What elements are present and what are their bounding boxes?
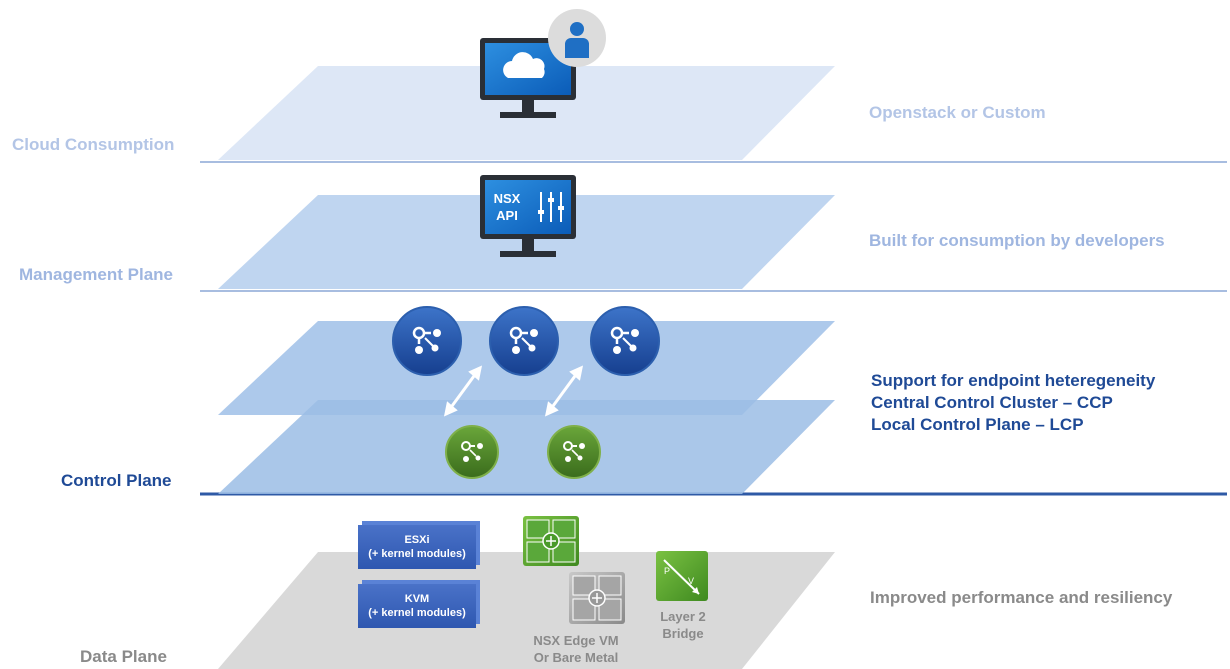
svg-text:NSX: NSX [494, 191, 521, 206]
layer2-bridge-label: Layer 2 Bridge [648, 608, 718, 642]
kvm-module: KVM (+ kernel modules) [358, 584, 476, 628]
esxi-title: ESXi [404, 534, 430, 546]
data-plane-label: Data Plane [80, 647, 167, 666]
cloud-consumption-label: Cloud Consumption [12, 135, 175, 154]
ccp-node-1-icon [392, 306, 462, 376]
layer2-bridge-label-line-2: Bridge [662, 626, 704, 641]
control-description: Support for endpoint heteregeneity Centr… [871, 370, 1155, 436]
data-description: Improved performance and resiliency [870, 588, 1173, 607]
esxi-module: ESXi (+ kernel modules) [358, 525, 476, 569]
layer2-bridge-icon: P V [656, 551, 708, 601]
nsx-edge-label-line-2: Or Bare Metal [533, 650, 619, 665]
control-plane-label: Control Plane [61, 471, 172, 490]
nsx-edge-label: NSX Edge VM Or Bare Metal [516, 632, 636, 666]
user-avatar-icon [548, 9, 606, 67]
ccp-lcp-arrow-1 [443, 365, 483, 417]
lcp-node-2-icon [547, 425, 601, 479]
kvm-title: KVM [404, 593, 430, 605]
lcp-plane [218, 400, 835, 494]
nsx-api-monitor-icon: NSX API [480, 175, 576, 257]
ccp-lcp-arrow-2 [544, 365, 584, 417]
nsx-edge-grey-icon [569, 572, 625, 624]
control-description-line-3: Local Control Plane – LCP [871, 415, 1084, 434]
lcp-node-1-icon [445, 425, 499, 479]
svg-text:API: API [496, 208, 518, 223]
control-description-line-1: Support for endpoint heteregeneity [871, 371, 1156, 390]
cloud-description: Openstack or Custom [869, 103, 1046, 122]
svg-text:V: V [688, 576, 694, 586]
ccp-node-3-icon [590, 306, 660, 376]
control-description-line-2: Central Control Cluster – CCP [871, 393, 1113, 412]
layer2-bridge-label-line-1: Layer 2 [660, 609, 706, 624]
nsx-edge-green-icon [523, 516, 579, 566]
management-plane-label: Management Plane [19, 265, 173, 284]
management-description: Built for consumption by developers [869, 231, 1165, 250]
esxi-subtitle: (+ kernel modules) [368, 548, 466, 560]
svg-text:P: P [664, 566, 670, 576]
nsx-edge-label-line-1: NSX Edge VM [533, 633, 619, 648]
kvm-subtitle: (+ kernel modules) [368, 607, 466, 619]
ccp-node-2-icon [489, 306, 559, 376]
